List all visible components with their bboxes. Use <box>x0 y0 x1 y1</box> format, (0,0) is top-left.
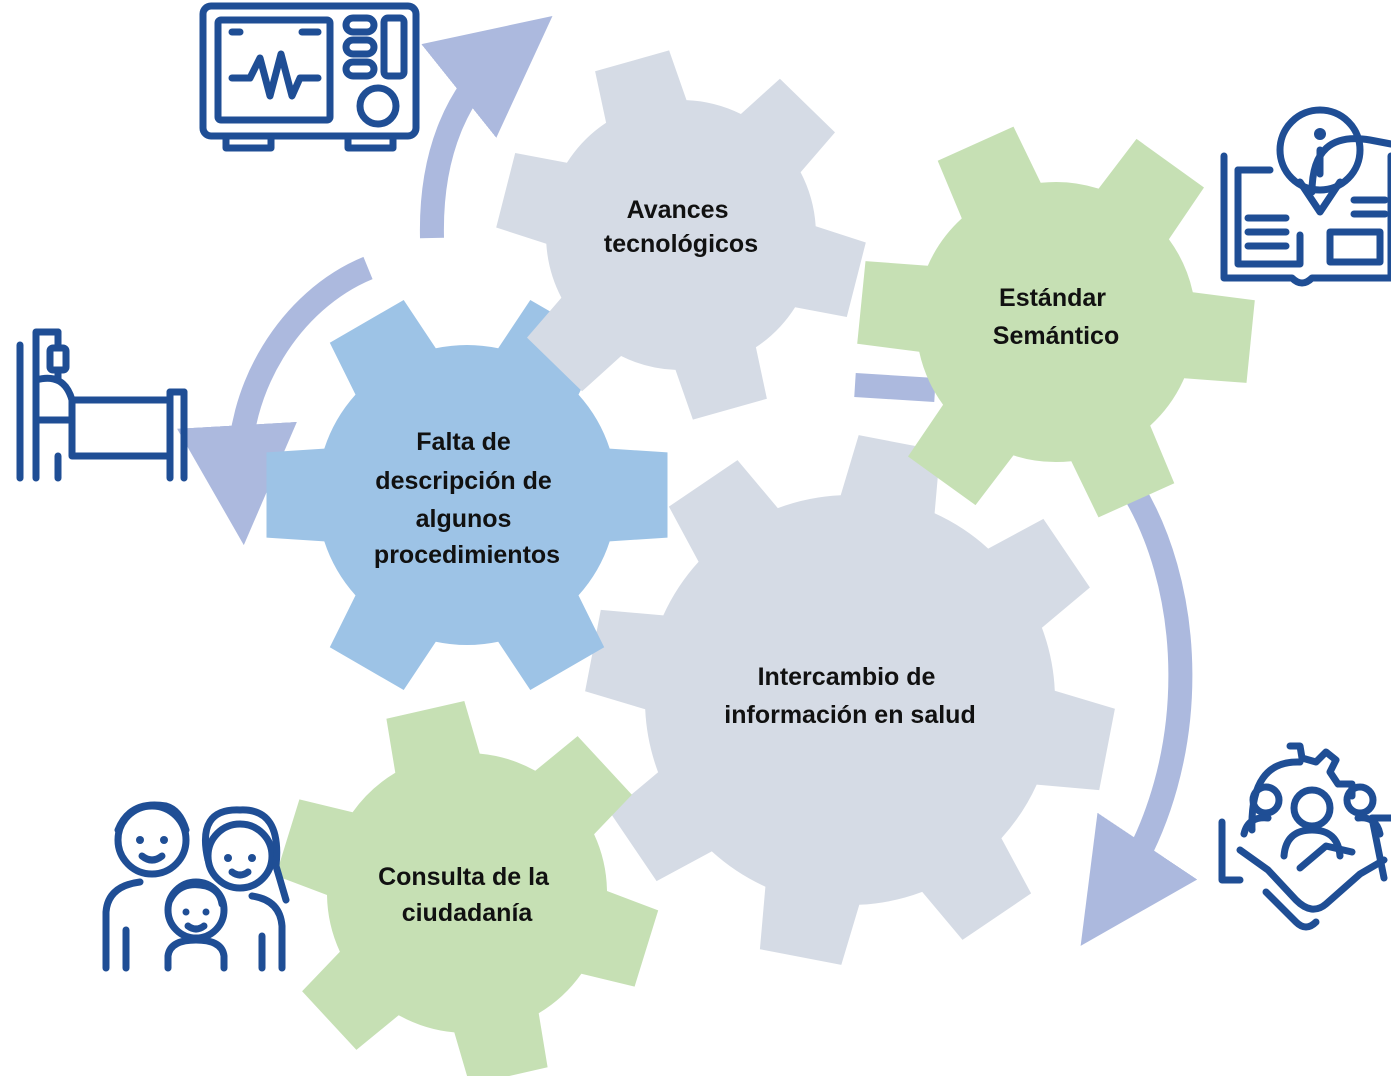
label-falta-line-1: Falta de <box>416 428 511 456</box>
arrow-to-handshake <box>1080 471 1198 946</box>
label-consulta: Consulta de la ciudadanía <box>378 863 556 927</box>
info-book-icon <box>1220 106 1391 287</box>
label-intercambio: Intercambio de información en salud <box>724 663 975 729</box>
label-estandar-line-1: Estándar <box>999 284 1106 312</box>
label-intercambio-line-2: información en salud <box>724 701 975 729</box>
arrow-connector <box>854 373 936 402</box>
arrow-to-monitor <box>419 15 553 239</box>
gear-consulta <box>275 701 659 1076</box>
label-avances-line-2: tecnológicos <box>604 230 758 258</box>
family-icon <box>102 801 290 972</box>
medical-monitor-icon <box>199 2 420 152</box>
label-avances-line-1: Avances <box>627 196 729 224</box>
label-falta-line-4: procedimientos <box>374 541 560 569</box>
cycle-arrows <box>177 15 1198 946</box>
gear-labels: Avances tecnológicos Estándar Semántico … <box>374 196 1119 927</box>
label-estandar: Estándar Semántico <box>993 284 1119 350</box>
arrow-to-bed <box>177 256 373 546</box>
team-handshake-icon <box>1218 742 1391 931</box>
gear-estandar <box>857 126 1255 518</box>
label-consulta-line-2: ciudadanía <box>402 899 534 927</box>
hospital-bed-icon <box>16 328 188 482</box>
gear-falta <box>266 300 668 690</box>
label-consulta-line-1: Consulta de la <box>378 863 550 891</box>
label-falta-line-2: descripción de <box>375 467 552 495</box>
gear-intercambio <box>585 435 1115 965</box>
label-estandar-line-2: Semántico <box>993 322 1119 350</box>
label-avances: Avances tecnológicos <box>604 196 758 258</box>
gear-avances <box>496 50 866 420</box>
label-intercambio-line-1: Intercambio de <box>758 663 936 691</box>
label-falta: Falta de descripción de algunos procedim… <box>374 428 560 569</box>
label-falta-line-3: algunos <box>416 505 512 533</box>
gears-layer <box>266 50 1255 1076</box>
